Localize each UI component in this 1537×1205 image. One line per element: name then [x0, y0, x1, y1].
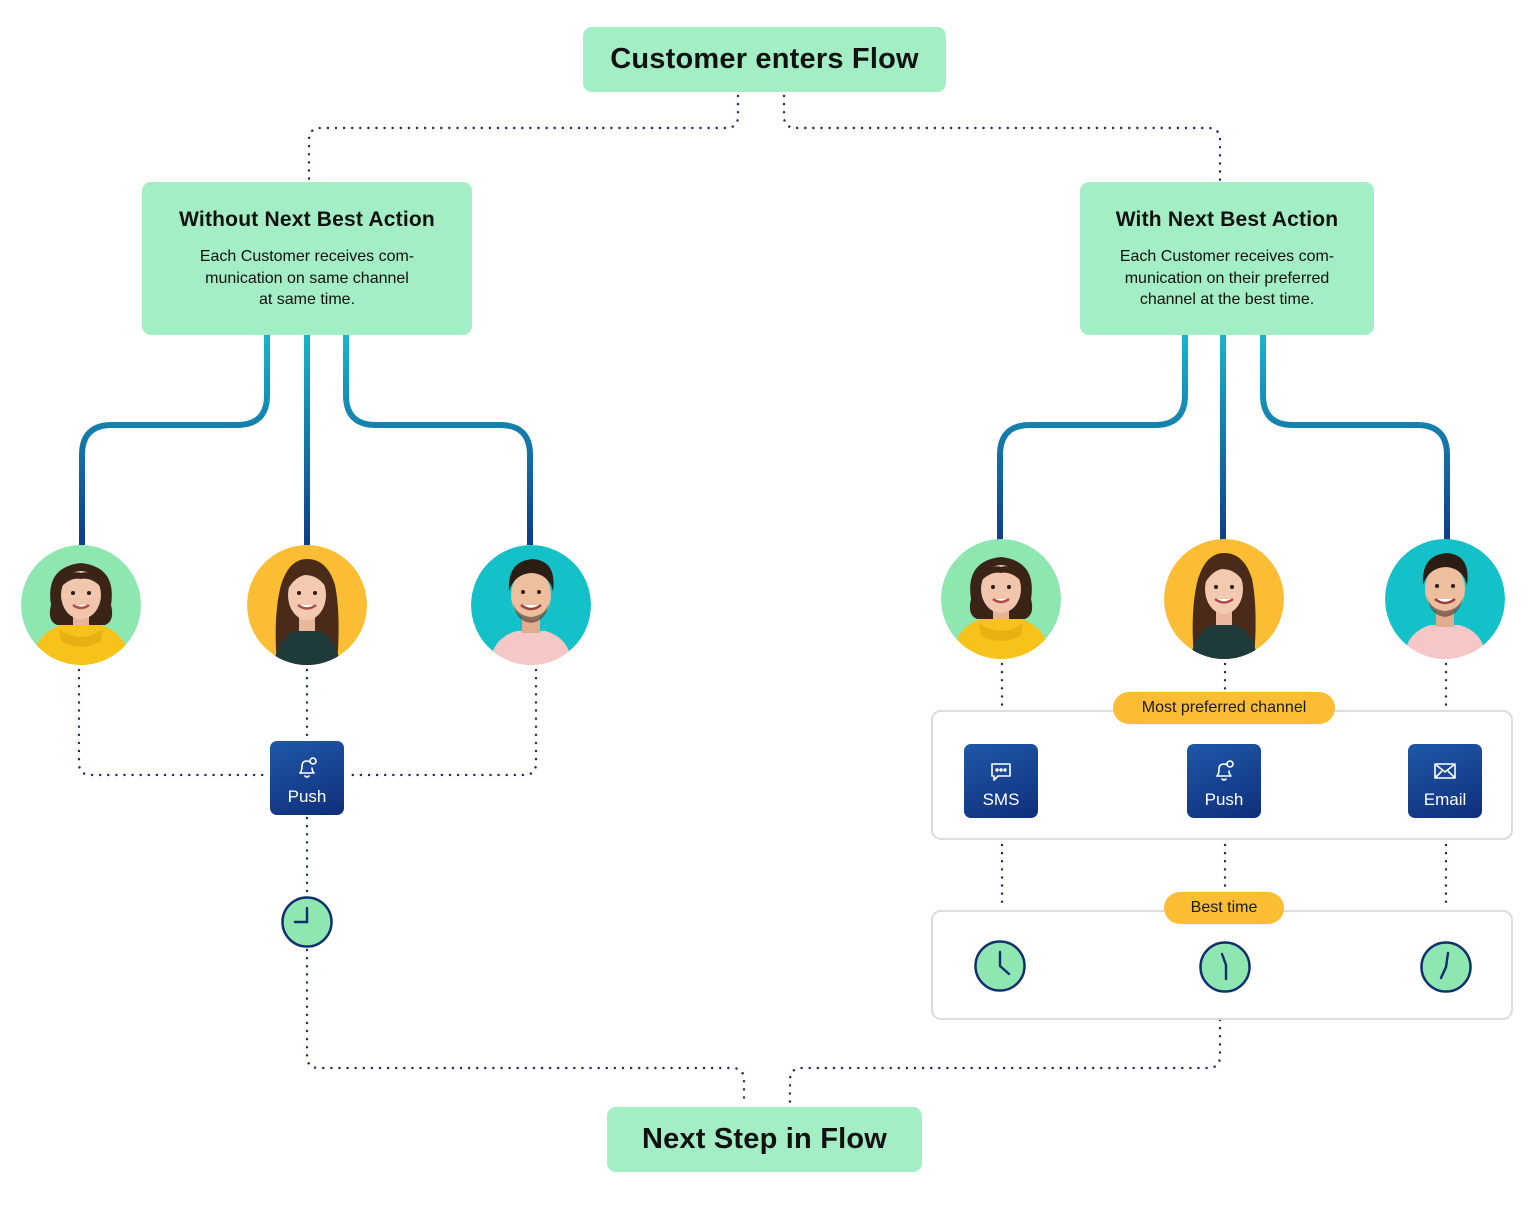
left-push-channel: Push [270, 741, 344, 815]
customer-avatar-left-1 [21, 545, 141, 665]
with-nba-description: Each Customer receives com- munication o… [1119, 248, 1335, 308]
customer-avatar-right-1 [941, 539, 1061, 659]
email-label: Email [1423, 790, 1467, 809]
man-avatar [1385, 539, 1505, 659]
left-push-label: Push [287, 787, 327, 806]
wire-right-c [1260, 335, 1450, 540]
woman-long-hair-avatar [1164, 539, 1284, 659]
woman-curly-hair-avatar [21, 545, 141, 665]
customer-avatar-left-3 [471, 545, 591, 665]
woman-curly-hair-avatar [941, 539, 1061, 659]
end-box: Next Step in Flow [607, 1107, 922, 1172]
clock-icon [281, 896, 333, 948]
end-box-label: Next Step in Flow [641, 1123, 888, 1155]
wire-left-a [79, 335, 270, 545]
wire-right-a [997, 335, 1188, 540]
start-box-label: Customer enters Flow [610, 43, 919, 75]
with-nba-panel: With Next Best Action Each Customer rece… [1080, 182, 1374, 335]
envelope-icon [1434, 763, 1456, 779]
email-channel: Email [1408, 744, 1482, 818]
without-nba-panel: Without Next Best Action Each Customer r… [142, 182, 472, 335]
man-avatar [471, 545, 591, 665]
without-nba-title: Without Next Best Action [179, 208, 435, 231]
dotted-line-start-left [307, 94, 740, 182]
left-clock [281, 896, 333, 948]
right-clock-2 [1199, 941, 1251, 993]
most-preferred-channel-pill: Most preferred channel [1113, 692, 1335, 724]
bell-icon [1216, 760, 1234, 781]
customer-avatar-left-2 [247, 545, 367, 665]
sms-label: SMS [982, 790, 1020, 809]
dotted-line-start-right [782, 94, 1222, 182]
wire-left-c [343, 335, 533, 545]
push-label: Push [1204, 790, 1244, 809]
without-nba-description: Each Customer receives com- munication o… [199, 248, 415, 308]
clock-icon [1420, 941, 1472, 993]
right-clock-3 [1420, 941, 1472, 993]
chat-bubble-icon [991, 763, 1011, 781]
bell-icon [299, 757, 317, 778]
customer-avatar-right-3 [1385, 539, 1505, 659]
clock-icon [974, 940, 1026, 992]
start-box: Customer enters Flow [583, 27, 946, 92]
dotted-line-left-a [77, 668, 270, 777]
right-clock-1 [974, 940, 1026, 992]
clock-icon [1199, 941, 1251, 993]
dotted-line-end-left [305, 948, 746, 1106]
dotted-line-left-c [344, 668, 538, 777]
with-nba-title: With Next Best Action [1115, 208, 1339, 231]
dotted-line-end-right [788, 1018, 1222, 1106]
push-channel: Push [1187, 744, 1261, 818]
sms-channel: SMS [964, 744, 1038, 818]
customer-avatar-right-2 [1164, 539, 1284, 659]
best-time-pill: Best time [1164, 892, 1284, 924]
woman-long-hair-avatar [247, 545, 367, 665]
